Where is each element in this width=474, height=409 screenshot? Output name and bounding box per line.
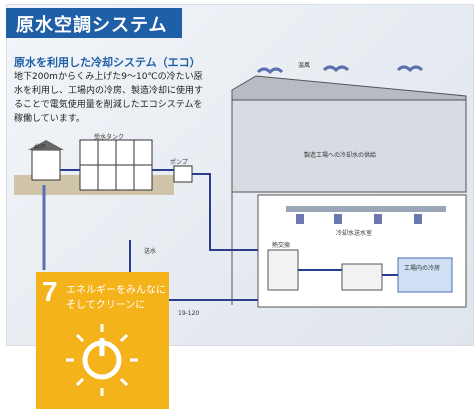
factory-cool-label: 製造工場への冷却水の供給 bbox=[304, 152, 377, 159]
sdg-title-line2: そしてクリーンに bbox=[66, 300, 146, 311]
duct bbox=[286, 206, 446, 212]
title-band bbox=[6, 8, 182, 38]
sdg-number: 7 bbox=[42, 276, 58, 307]
pump-label: ポンプ bbox=[170, 159, 188, 166]
sdg-title-line1: エネルギーをみんなに bbox=[66, 285, 166, 296]
factory-upper bbox=[231, 99, 467, 193]
sdg-goal7-badge: 7 エネルギーをみんなに そしてクリーンに bbox=[36, 272, 169, 409]
exchanger bbox=[267, 249, 299, 291]
pipe-main bbox=[60, 169, 262, 251]
poster-title: 原水空調システム bbox=[16, 15, 168, 36]
poster-subtitle: 原水を利用した冷却システム（エコ） bbox=[14, 56, 201, 69]
machine-label: 熱交換 bbox=[272, 242, 291, 249]
cold-water-room-label: 冷却水送水室 bbox=[336, 230, 373, 237]
hot-air-marks bbox=[256, 65, 424, 75]
well-label: 井戸 bbox=[34, 144, 47, 151]
machine bbox=[341, 263, 383, 291]
right-box-label: 工場内の冷房 bbox=[404, 265, 441, 272]
hot-air-label: 温風 bbox=[298, 62, 311, 69]
well-house bbox=[31, 149, 61, 181]
poster-description: 地下200mからくみ上げた9～10℃の冷たい原水を利用し、工場内の冷房、製造冷却… bbox=[14, 72, 204, 124]
tank-label: 受水タンク bbox=[94, 134, 125, 141]
credit-label: 19-120 bbox=[178, 310, 200, 317]
pump bbox=[173, 165, 193, 183]
well-roof bbox=[28, 140, 64, 150]
cool-unit bbox=[397, 257, 453, 293]
sun-power-icon bbox=[66, 324, 138, 396]
supply-label: 送水 bbox=[144, 248, 157, 255]
